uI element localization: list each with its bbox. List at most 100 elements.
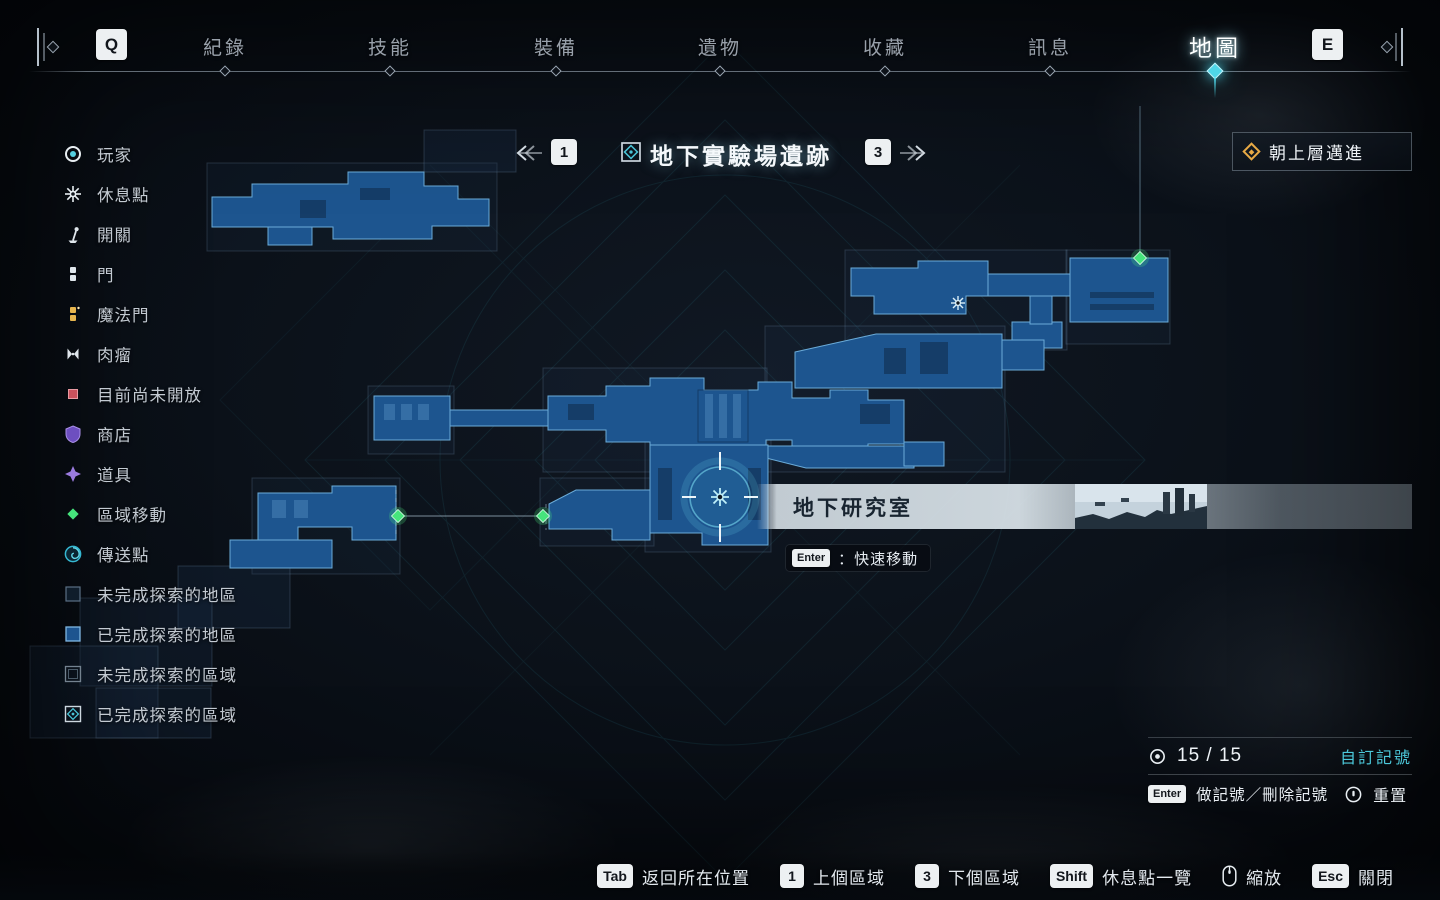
hotkey-label: 上個區域: [812, 868, 885, 888]
rest-point-marker[interactable]: [951, 296, 965, 310]
item-icon: [62, 464, 84, 484]
map-room: [850, 260, 989, 315]
prev-tab-key[interactable]: Q: [96, 29, 127, 60]
legend-item: 區域移動: [62, 494, 237, 534]
hotkey-prev-area[interactable]: 1 上個區域: [779, 864, 885, 889]
area-move-marker: [535, 508, 551, 524]
tab-messages[interactable]: 訊息: [1027, 38, 1073, 59]
closed-area-icon: [62, 384, 84, 404]
marker-reset-label: 重置: [1373, 788, 1408, 805]
tab-node: [219, 65, 231, 77]
objective-diamond-icon: [1242, 142, 1261, 161]
legend-label: 魔法門: [97, 307, 150, 325]
area-move-marker: [1132, 250, 1148, 266]
map-room: [548, 489, 651, 541]
legend-item: 已完成探索的區域: [62, 694, 237, 734]
legend-label: 區域移動: [97, 507, 167, 525]
legend-label: 休息點: [97, 187, 150, 205]
tab-node: [714, 65, 726, 77]
hotkey-label: 下個區域: [947, 868, 1020, 888]
tab-key: Tab: [597, 864, 633, 888]
esc-key: Esc: [1312, 864, 1349, 888]
tab-node: [384, 65, 396, 77]
next-map-arrow-icon[interactable]: [898, 144, 928, 162]
objective-banner: 朝上層邁進: [1232, 132, 1412, 171]
transit-markers[interactable]: [389, 106, 1149, 525]
tab-map[interactable]: 地圖: [1189, 35, 1241, 61]
legend-label: 玩家: [97, 147, 132, 165]
rest-point-icon: [62, 184, 84, 204]
next-map-key[interactable]: 3: [865, 139, 891, 165]
nav-ornament-right: [1380, 24, 1410, 70]
player-marker[interactable]: [680, 452, 760, 542]
hotkey-rest-point-list[interactable]: Shift 休息點一覽: [1049, 864, 1193, 889]
map-room: [903, 441, 945, 467]
legend-item: 未完成探索的地區: [62, 574, 237, 614]
tab-relics[interactable]: 遺物: [697, 38, 743, 59]
prev-map-arrow-icon[interactable]: [514, 144, 544, 162]
legend-item: 休息點: [62, 174, 237, 214]
legend-item: 道具: [62, 454, 237, 494]
magic-door-icon: [62, 304, 84, 324]
hotkey-next-area[interactable]: 3 下個區域: [914, 864, 1020, 889]
unexplored-rooms: [29, 129, 517, 739]
map-room: [267, 226, 313, 246]
legend-label: 已完成探索的區域: [97, 707, 237, 725]
map-room: [229, 539, 333, 569]
area-move-marker: [390, 508, 406, 524]
legend-label: 未完成探索的區域: [97, 667, 237, 685]
tab-node: [879, 65, 891, 77]
prev-map-key[interactable]: 1: [551, 139, 577, 165]
legend-item: 已完成探索的地區: [62, 614, 237, 654]
legend-label: 目前尚未開放: [97, 387, 202, 405]
hotkey-label: 關閉: [1358, 868, 1394, 888]
tab-equipment[interactable]: 裝備: [533, 38, 579, 59]
map-title: 地下實驗場遺跡: [650, 143, 832, 169]
unexplored-district-icon: [62, 584, 84, 604]
location-name: 地下研究室: [793, 496, 913, 520]
legend-item: 目前尚未開放: [62, 374, 237, 414]
tab-node: [550, 65, 562, 77]
enter-key: Enter: [792, 549, 831, 567]
marker-panel-divider: [1148, 774, 1412, 775]
explored-region-icon: [62, 704, 84, 724]
legend-item: 魔法門: [62, 294, 237, 334]
hotkey-zoom[interactable]: 縮放: [1222, 864, 1282, 889]
marker-panel-title: 自訂記號: [1339, 750, 1412, 767]
map-room: [794, 333, 1003, 389]
one-key: 1: [779, 864, 804, 888]
location-tooltip[interactable]: 地下研究室: [757, 484, 1412, 529]
door-icon: [62, 264, 84, 284]
map-room: [373, 395, 451, 441]
location-preview-image: [1075, 484, 1207, 529]
teleport-icon: [62, 544, 84, 564]
unexplored-region-icon: [62, 664, 84, 684]
legend-item: 未完成探索的區域: [62, 654, 237, 694]
nav-divider: [0, 62, 1440, 80]
hotkey-bar: Tab 返回所在位置 1 上個區域 3 下個區域 Shift 休息點一覽 縮放: [0, 852, 1440, 900]
tab-skills[interactable]: 技能: [367, 38, 413, 59]
legend-item: 玩家: [62, 134, 237, 174]
hotkey-label: 返回所在位置: [641, 868, 750, 888]
objective-label: 朝上層邁進: [1269, 144, 1364, 163]
marker-pin-icon: [1148, 747, 1167, 766]
map-room: [1029, 295, 1053, 325]
legend-item: 傳送點: [62, 534, 237, 574]
legend-label: 未完成探索的地區: [97, 587, 237, 605]
active-tab-glow: [1214, 78, 1216, 98]
shift-key: Shift: [1049, 864, 1094, 888]
legend-label: 傳送點: [97, 547, 150, 565]
map-rooms[interactable]: [211, 171, 1169, 569]
legend-label: 開關: [97, 227, 132, 245]
active-tab-node: [1206, 62, 1224, 80]
tab-collection[interactable]: 收藏: [862, 38, 908, 59]
next-tab-key[interactable]: E: [1312, 29, 1343, 60]
tumor-icon: [62, 344, 84, 364]
hotkey-return-position[interactable]: Tab 返回所在位置: [597, 864, 750, 889]
hotkey-close[interactable]: Esc 關閉: [1312, 864, 1394, 889]
hotkey-label: 休息點一覽: [1102, 868, 1193, 888]
mouse-icon: [1222, 865, 1237, 887]
tab-records[interactable]: 紀錄: [202, 38, 248, 59]
legend-label: 肉瘤: [97, 347, 132, 365]
